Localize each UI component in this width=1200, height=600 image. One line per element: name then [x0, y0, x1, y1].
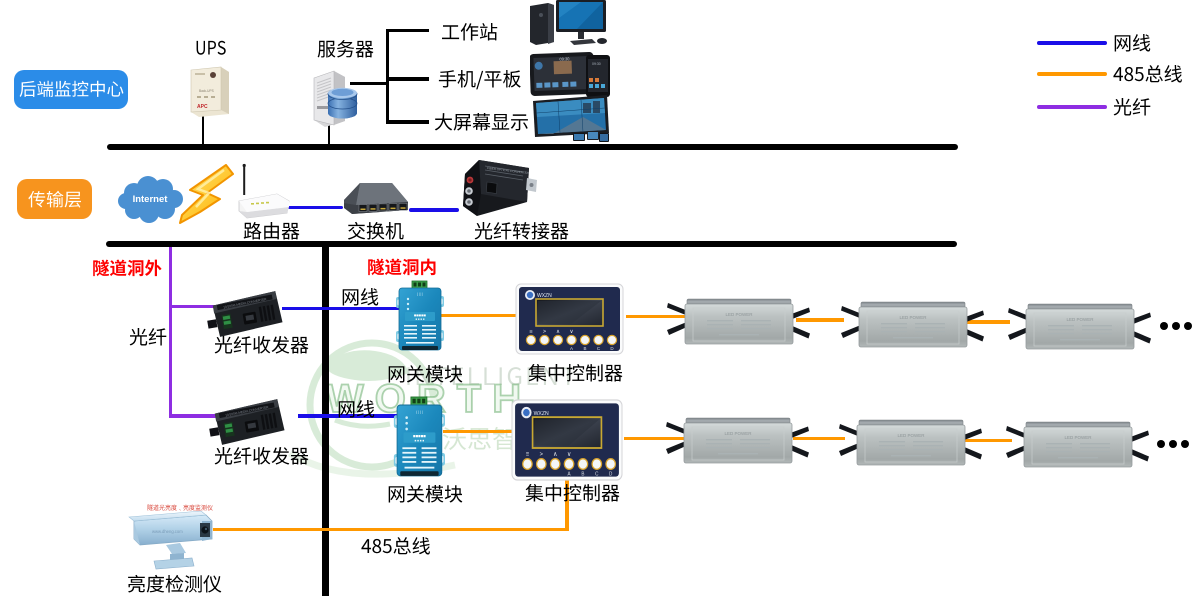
svg-text:www.dheng.com: www.dheng.com [152, 529, 183, 534]
svg-text:隧道光亮度﹑亮度监测仪: 隧道光亮度﹑亮度监测仪 [147, 504, 213, 512]
svg-text:FIBER OPTICAL CONVERTER: FIBER OPTICAL CONVERTER [487, 166, 530, 175]
svg-text:APC: APC [197, 104, 208, 110]
svg-text:Internet: Internet [133, 194, 169, 205]
svg-text:Back-UPS: Back-UPS [199, 89, 214, 93]
svg-text:09:30: 09:30 [592, 62, 601, 66]
svg-text:09:30: 09:30 [559, 56, 570, 61]
